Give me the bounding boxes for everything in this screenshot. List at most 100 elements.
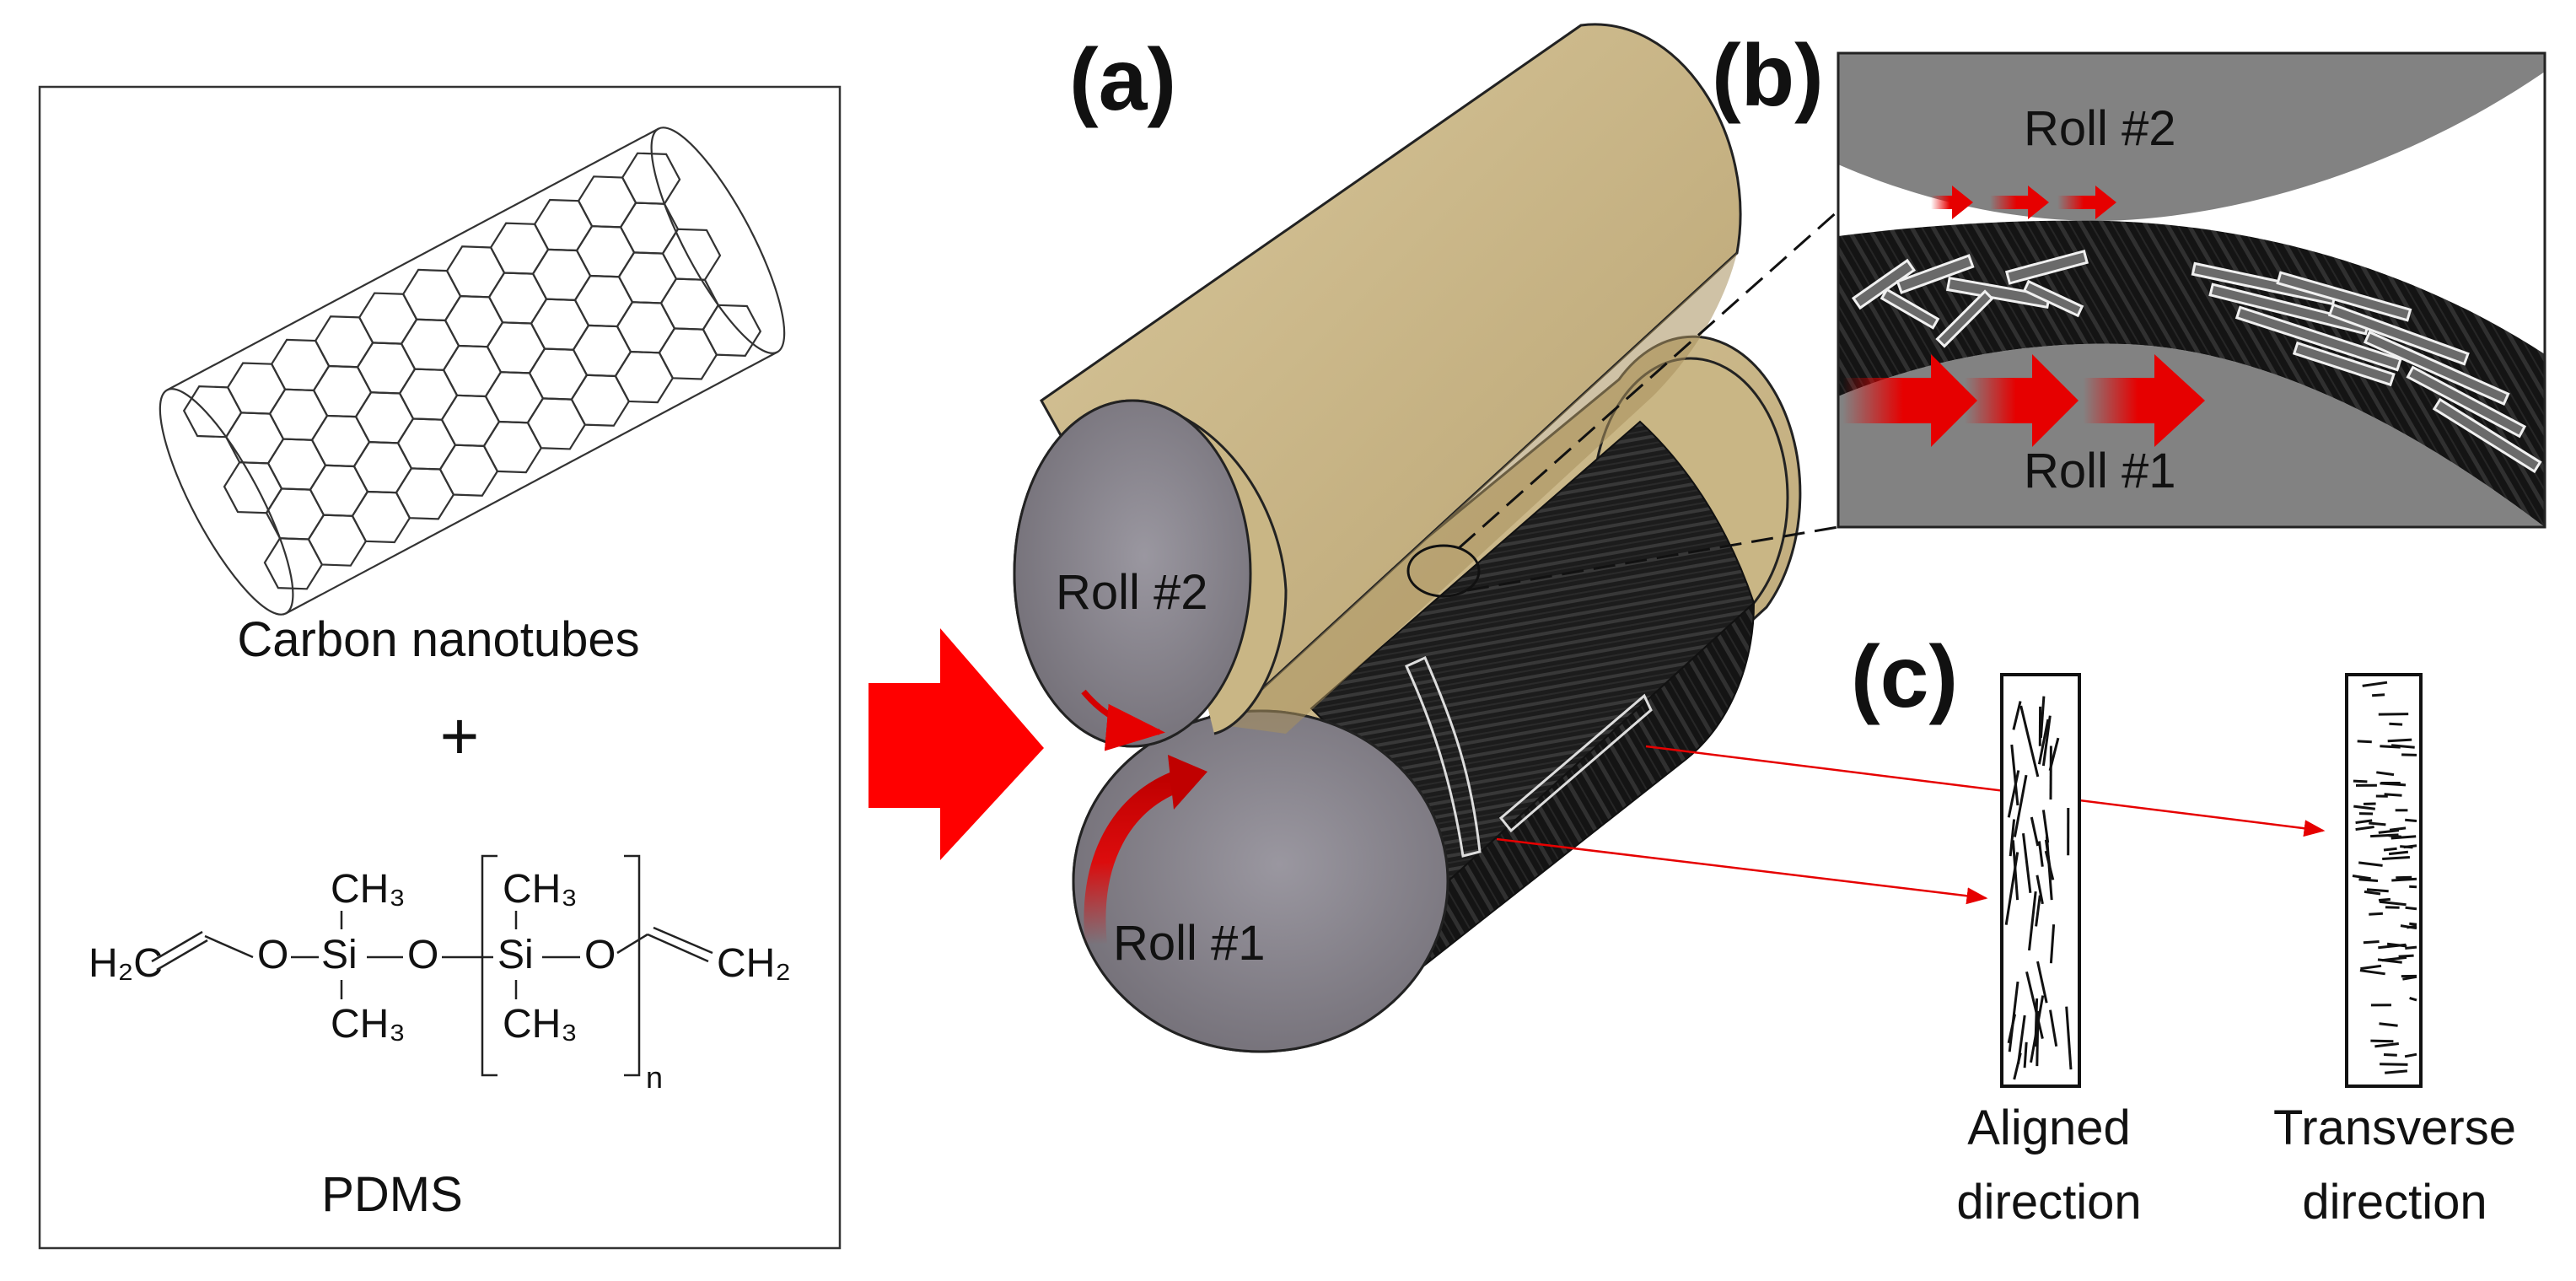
aligned-fiber-stroke <box>2025 971 2044 1039</box>
transverse-fiber-stroke <box>2357 740 2372 744</box>
transverse-fiber-stroke <box>2409 996 2417 1002</box>
transverse-fiber-stroke <box>2369 912 2383 916</box>
aligned-fibers <box>2191 261 2542 474</box>
transverse-fiber-stroke <box>2391 877 2417 882</box>
pointer-to-aligned <box>1496 837 1988 905</box>
roll1-rotation-arrow <box>1084 769 1185 946</box>
transverse-fiber-stroke <box>2383 847 2397 852</box>
transverse-fiber-stroke <box>2353 805 2375 810</box>
roll1-label: Roll #1 <box>1113 916 1266 971</box>
transverse-fiber-stroke <box>2390 744 2415 749</box>
formula-ch2: CH₂ <box>717 941 791 986</box>
pointer-to-transverse <box>1645 745 2326 837</box>
aligned-fiber-stroke <box>2049 1009 2058 1047</box>
transverse-fiber-stroke <box>2376 771 2395 777</box>
aligned-fiber-stroke <box>2022 833 2032 893</box>
materials-panel: Carbon nanotubes + H₂C O Si CH₃ CH₃ O Si… <box>38 85 842 1250</box>
transverse-fiber-stroke <box>2374 1042 2399 1048</box>
transverse-fiber-stroke <box>2352 875 2371 880</box>
aligned-fiber-stroke <box>2036 875 2044 905</box>
inset-roll2-region <box>1838 53 2545 221</box>
formula-h2c: H₂C <box>89 941 163 986</box>
formula-si1: Si <box>321 933 358 977</box>
zoom-circle <box>1406 544 1481 598</box>
formula-o1: O <box>257 933 288 977</box>
transverse-fiber-stroke <box>2385 906 2400 909</box>
aligned-fiber-stroke <box>2048 737 2060 772</box>
transverse-fiber-stroke <box>2389 826 2407 832</box>
aligned-fiber-stroke <box>2044 850 2055 880</box>
formula-ch3-top2: CH₃ <box>503 867 578 912</box>
transverse-fiber-stroke <box>2353 779 2368 783</box>
roll2-shadow <box>1223 253 1737 734</box>
random-fibers <box>1851 249 2089 348</box>
formula-ch3-top1: CH₃ <box>331 867 406 912</box>
transverse-fiber-stroke <box>2385 1069 2408 1074</box>
materials-box <box>38 85 842 1250</box>
aligned-fiber-stroke <box>2013 774 2028 837</box>
transverse-fiber-stroke <box>2377 958 2402 964</box>
transverse-fiber-stroke <box>2405 818 2417 822</box>
aligned-fiber-stroke <box>2049 924 2056 964</box>
transverse-fiber-stroke <box>2380 745 2401 749</box>
transverse-fiber-stroke <box>2383 1053 2397 1057</box>
transverse-fiber-stroke <box>2378 829 2400 834</box>
transverse-fiber-stroke <box>2379 900 2407 907</box>
transverse-fiber-stroke <box>2404 1052 2417 1058</box>
aligned-fiber-stroke <box>2035 895 2041 927</box>
inset-arrow-top-1 <box>1931 186 1973 219</box>
transverse-fiber-stroke <box>2405 906 2417 911</box>
transverse-fiber-stroke <box>2362 681 2388 687</box>
transverse-strip <box>2345 673 2423 1088</box>
pdms-label: PDMS <box>321 1167 463 1222</box>
aligned-strip <box>2000 673 2081 1088</box>
transverse-label-line1: Transverse <box>2273 1101 2516 1155</box>
transverse-fiber-stroke <box>2359 969 2385 976</box>
transverse-label-line2: direction <box>2302 1175 2487 1230</box>
transverse-fiber-stroke <box>2384 793 2402 797</box>
transverse-fiber-stroke <box>2378 943 2407 950</box>
aligned-fiber-stroke <box>2030 816 2040 847</box>
aligned-fiber-stroke <box>2065 1006 2073 1070</box>
cnt-label: Carbon nanotubes <box>237 612 639 667</box>
panel-label-a: (a) <box>1069 31 1176 129</box>
rolling-mill-illustration: Roll #2 Roll #1 <box>1013 23 2326 1053</box>
transverse-fiber-stroke <box>2402 975 2417 981</box>
transverse-fiber-stroke <box>2363 940 2380 945</box>
aligned-fiber-stroke <box>2007 1014 2017 1044</box>
aligned-fiber-stroke <box>2023 1041 2028 1068</box>
transverse-fiber-stroke <box>2366 888 2389 893</box>
inset-roll2-label: Roll #2 <box>2024 101 2176 156</box>
transverse-fiber-stroke <box>2358 861 2383 867</box>
transverse-fiber-stroke <box>2355 819 2373 825</box>
transverse-fiber-stroke <box>2398 954 2414 958</box>
inset-arrow-top-3 <box>2057 186 2116 219</box>
inset-arrow-bottom-1 <box>1842 354 1977 447</box>
transverse-fiber-stroke <box>2355 826 2374 832</box>
plus-sign: + <box>440 698 480 773</box>
formula-subscript-n: n <box>646 1060 663 1095</box>
transverse-fiber-stroke <box>2369 821 2386 826</box>
transverse-fiber-stroke <box>2409 885 2417 889</box>
transverse-fiber-stroke <box>2401 753 2417 756</box>
aligned-fiber-stroke <box>2017 1015 2026 1064</box>
transverse-fiber-stroke <box>2378 713 2409 716</box>
aligned-fiber-stroke <box>2009 819 2016 857</box>
inset-arrow-bottom-3 <box>2083 354 2205 447</box>
inset-frame <box>1837 51 2546 529</box>
formula-ch3-bot2: CH₃ <box>503 1002 578 1047</box>
panel-label-b: (b) <box>1712 27 1824 125</box>
formula-o2: O <box>407 933 438 977</box>
transverse-section-outline <box>1405 656 1482 858</box>
inset-arrow-top-2 <box>1990 186 2049 219</box>
transverse-fiber-stroke <box>2400 924 2417 930</box>
aligned-fiber-stroke <box>2037 841 2044 867</box>
inset-arrow-bottom-2 <box>1965 354 2079 447</box>
transverse-fiber-stroke <box>2409 922 2417 926</box>
carbon-nanotube-drawing <box>159 126 786 616</box>
transverse-fiber-stroke <box>2378 897 2391 902</box>
transverse-fiber-stroke <box>2380 1063 2408 1066</box>
aligned-label-line1: Aligned <box>1967 1101 2130 1155</box>
transverse-fiber-stroke <box>2360 964 2382 971</box>
